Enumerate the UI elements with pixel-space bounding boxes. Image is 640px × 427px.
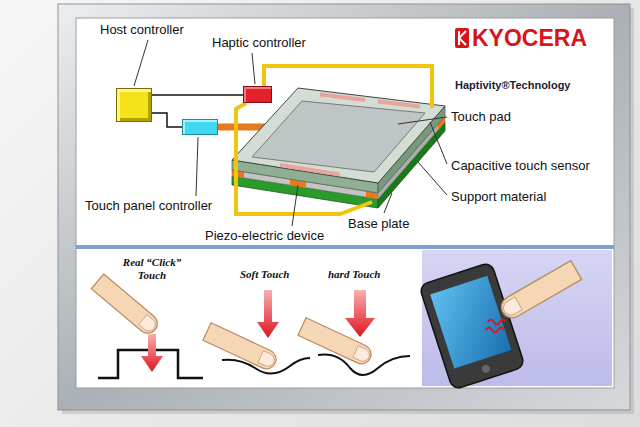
picture-frame xyxy=(58,4,630,410)
brand-tagline: Haptivity®Technology xyxy=(455,78,570,92)
piezo-strip xyxy=(378,100,420,109)
touch-pad xyxy=(252,101,425,172)
brand-logo: KYOCERA xyxy=(472,24,587,52)
touch-panel-controller-box: Touch panel controller xyxy=(182,119,218,135)
vibration-marks xyxy=(486,320,506,333)
touch-mode-caption: hard Touch xyxy=(328,268,380,281)
host-controller-box: Host controller xyxy=(116,88,152,122)
piezo-strip xyxy=(320,93,365,103)
phone xyxy=(419,262,525,390)
component-label: Haptic controller xyxy=(212,35,306,50)
part-label: Touch pad xyxy=(451,109,511,124)
component-label: Host controller xyxy=(100,22,184,37)
haptic-controller-box: Haptic controller xyxy=(243,86,272,103)
signal-line xyxy=(152,94,243,96)
press-arrow xyxy=(345,290,375,337)
part-label: Base plate xyxy=(348,216,409,231)
part-label: Capacitive touch sensor xyxy=(451,158,590,173)
panel-ground xyxy=(76,18,614,388)
touch-mode-caption: Soft Touch xyxy=(240,268,289,281)
part-label: Piezo-electric device xyxy=(205,228,324,243)
part-label: Support material xyxy=(451,189,546,204)
frame-shadow xyxy=(62,8,634,414)
haptic-wire xyxy=(264,66,432,108)
component-label: Touch panel controller xyxy=(85,198,212,213)
finger xyxy=(91,274,161,337)
finger xyxy=(498,261,582,322)
piezo-strip xyxy=(280,163,340,177)
haptic-wire xyxy=(236,103,372,214)
logo-mark xyxy=(459,31,466,45)
press-arrow xyxy=(141,334,163,372)
touch-mode-caption: Real “Click” Touch xyxy=(114,256,190,282)
logo-mark xyxy=(455,28,469,48)
signal-line xyxy=(152,113,182,127)
divider xyxy=(76,245,614,249)
press-arrow xyxy=(257,290,279,338)
